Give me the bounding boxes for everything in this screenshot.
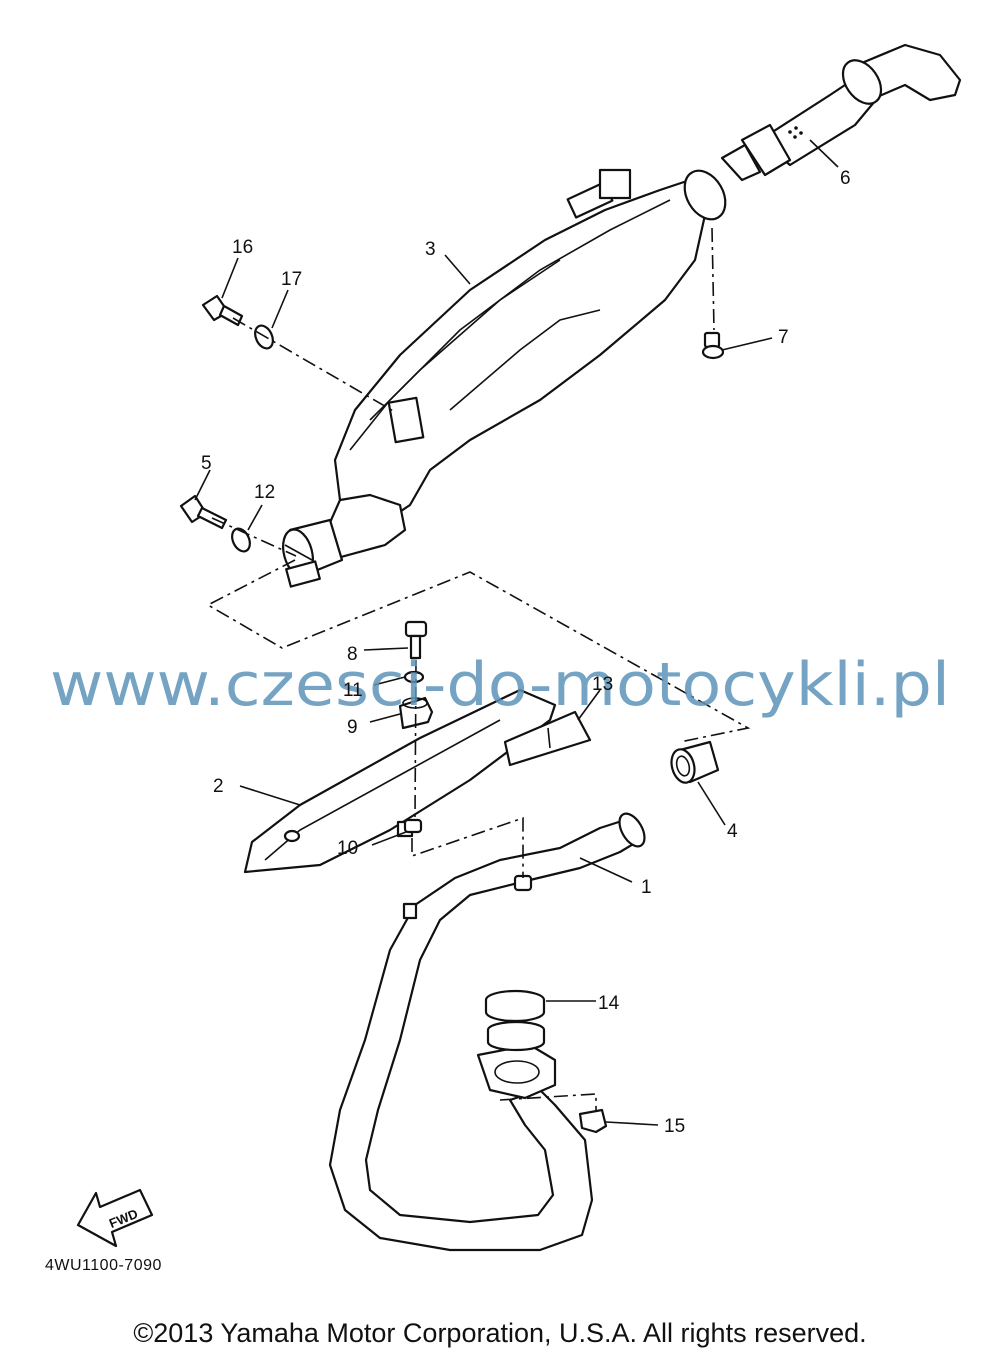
bolt-part-8: [404, 620, 428, 660]
nut-part-10: [403, 818, 423, 834]
callout-15: 15: [664, 1116, 685, 1137]
callout-14: 14: [598, 993, 620, 1014]
callout-16: 16: [232, 237, 253, 258]
drawing-code: 4WU1100-7090: [45, 1257, 162, 1274]
tail-pipe-part-6: [720, 43, 962, 182]
gasket-part-4: [670, 740, 720, 784]
callout-11: 11: [343, 680, 363, 701]
callout-5: 5: [201, 453, 212, 474]
gasket-part-14: [484, 989, 546, 1052]
washer-part-17: [254, 324, 274, 350]
callout-4: 4: [727, 821, 738, 842]
callout-3: 3: [425, 239, 436, 260]
callout-12: 12: [254, 482, 275, 503]
assembly-lines: [206, 227, 751, 1112]
callout-17: 17: [281, 269, 302, 290]
watermark-text: www.czesci-do-motocykli.pl: [50, 650, 950, 720]
nut-part-15: [578, 1108, 608, 1134]
callout-8: 8: [347, 644, 358, 665]
callout-9: 9: [347, 717, 358, 738]
bolt-part-5: [179, 494, 228, 530]
callout-7: 7: [778, 327, 789, 348]
callout-6: 6: [840, 168, 851, 189]
copyright-notice: ©2013 Yamaha Motor Corporation, U.S.A. A…: [133, 1318, 867, 1348]
muffler-part-3: [282, 168, 727, 588]
label-part-13: [503, 710, 592, 767]
damper-part-9: [398, 696, 434, 730]
callout-10: 10: [337, 838, 358, 859]
callout-numbers: 1 2 3 4 5 6 7 8 9 10 11 12 13 14 15 16 1…: [201, 168, 851, 1137]
bolt-part-16: [201, 294, 244, 327]
callout-13: 13: [592, 674, 613, 695]
bolt-part-7: [701, 331, 725, 360]
callout-2: 2: [213, 776, 224, 797]
washer-part-12: [231, 527, 251, 553]
leader-lines: [194, 139, 839, 1126]
fwd-arrow-icon: FWD: [76, 1188, 154, 1248]
callout-1: 1: [641, 877, 652, 898]
